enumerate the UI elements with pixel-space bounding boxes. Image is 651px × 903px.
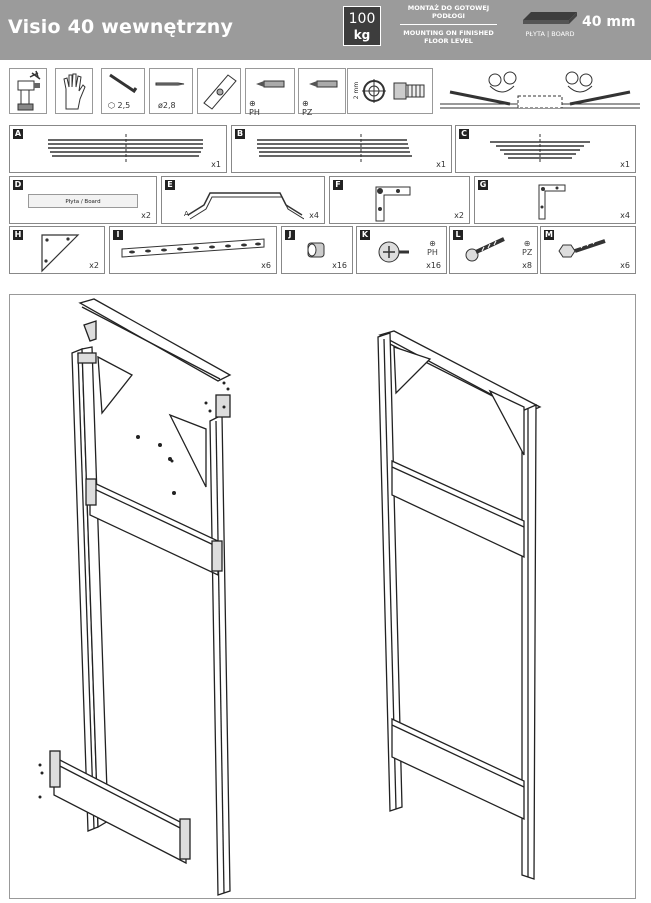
drill-bit-icon [155,82,185,86]
gusset-h-icon [41,234,80,273]
corner-g-icon [538,184,566,220]
part-L: L ⊕PZ x8 [449,226,538,274]
part-F: F x2 [329,176,470,224]
drive-label: ⊕PZ [522,239,533,257]
mounting-pl: MONTAŻ DO GOTOWEJ PODŁOGI [407,4,490,20]
quantity: x2 [454,211,464,220]
product-title: Visio 40 wewnętrzny [8,16,234,38]
bracket-e-icon [187,192,304,220]
part-J: J x16 [281,226,353,274]
part-letter: M [544,230,554,240]
quantity: x8 [522,261,532,270]
tool-gloves [55,68,93,114]
part-letter: D [13,180,23,190]
part-G: G x4 [474,176,636,224]
quantity: x1 [211,160,221,169]
part-C: C x1 [455,125,636,173]
part-M: M x6 [540,226,636,274]
board-panel: Płyta / Board [28,194,138,208]
part-D: D Płyta / Board x2 [9,176,157,224]
quantity: x4 [309,211,319,220]
floor-line-icon [400,24,497,25]
hex-size: ⬡ 2,5 [108,101,131,110]
part-letter: J [285,230,295,240]
part-letter: H [13,230,23,240]
quantity: x6 [261,261,271,270]
profile-c-icon [490,134,590,164]
part-B: B x1 [231,125,452,173]
quantity: x4 [620,211,630,220]
tool-drill-bit: ø2,8 [149,68,193,114]
part-K: K ⊕PH x16 [356,226,447,274]
drive-label: ⊕PH [427,239,438,257]
tool-bit-ph: ⊕PH [245,68,295,117]
tool-drill [9,68,47,114]
part-letter: E [165,180,175,190]
pz-label: ⊕PZ [302,99,313,117]
board-label: PŁYTA | BOARD [525,30,575,38]
board-thickness: 40 mm [582,14,636,30]
spacer-icon [307,242,325,258]
part-letter: K [360,230,370,240]
tool-hex-key: ⬡ 2,5 [101,68,145,114]
part-letter: G [478,180,488,190]
part-H: H x2 [9,226,105,274]
tool-level [197,68,241,114]
drill-size: ø2,8 [158,101,176,110]
bracket-sublabel: A [184,210,189,218]
quantity: x2 [141,211,151,220]
quantity: x6 [620,261,630,270]
weight-value: 100 [348,11,376,27]
header-bar: Visio 40 wewnętrzny 100 kg MONTAŻ DO GOT… [0,0,651,60]
part-letter: I [113,230,123,240]
screw-l-icon [465,237,505,262]
quantity: x2 [89,261,99,270]
part-I: I x6 [109,226,277,274]
board-icon [523,12,577,24]
perforated-strip-icon [121,238,265,258]
profile-b-icon [257,134,412,164]
assembly-diagram-frame [9,294,636,899]
part-letter: F [333,180,343,190]
part-letter: L [453,230,463,240]
corner-f-icon [375,186,411,222]
assembly-drawing [38,298,542,896]
quantity: x16 [332,261,347,270]
weight-badge: 100 kg [343,6,381,46]
pz-bit-icon [309,80,338,88]
quantity: x1 [620,160,630,169]
mounting-en: MOUNTING ON FINISHED FLOOR LEVEL [403,29,494,45]
mounting-info: MONTAŻ DO GOTOWEJ PODŁOGI MOUNTING ON FI… [392,2,505,54]
part-A: A x1 [9,125,227,173]
screw-k-icon [378,241,409,263]
spirit-level-icon [203,74,237,110]
hex-screw-icon [558,239,606,258]
hex-key-icon [109,73,138,94]
ph-label: ⊕PH [249,99,260,117]
tool-bolt: 2 mm [347,68,433,114]
ph-bit-icon [256,80,285,88]
part-letter: B [235,129,245,139]
hanger-illustration [440,71,640,109]
part-letter: A [13,129,23,139]
drill-icon [17,70,41,111]
glove-icon [63,73,86,110]
part-E: E A x4 [161,176,325,224]
profile-a-icon [48,134,203,164]
bolt-icon [362,79,425,103]
bolt-length: 2 mm [353,81,361,100]
part-letter: C [459,129,469,139]
weight-unit: kg [353,28,371,42]
quantity: x16 [426,261,441,270]
quantity: x1 [436,160,446,169]
tool-bit-pz: ⊕PZ [298,68,346,117]
